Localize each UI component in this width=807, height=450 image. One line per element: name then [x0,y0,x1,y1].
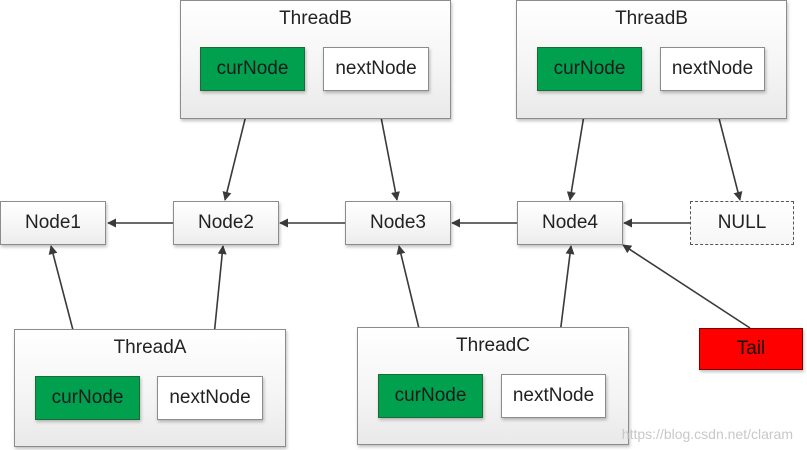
watermark: https://blog.csdn.net/claram [621,426,793,442]
thread-c-title: ThreadC [456,335,530,356]
node-2: Node2 [173,201,279,245]
thread-a-nextnode: nextNode [157,376,263,420]
edge-tail-to-node4 [622,244,751,329]
thread-b-left-title: ThreadB [279,8,352,29]
node-1: Node1 [0,201,106,245]
node-3: Node3 [345,201,451,245]
thread-c-nextnode: nextNode [501,374,606,418]
thread-b-right-curnode: curNode [537,47,642,91]
tail-pointer: Tail [699,328,803,370]
thread-b-right-title: ThreadB [615,8,688,29]
thread-c-curnode: curNode [378,374,483,418]
thread-b-right-nextnode: nextNode [660,47,765,91]
node-4: Node4 [517,201,623,245]
null-node: NULL [690,201,794,245]
thread-b-left-curnode: curNode [200,47,305,91]
thread-b-left-nextnode: nextNode [323,47,429,91]
thread-a-curnode: curNode [35,376,140,420]
thread-a-title: ThreadA [113,337,187,358]
